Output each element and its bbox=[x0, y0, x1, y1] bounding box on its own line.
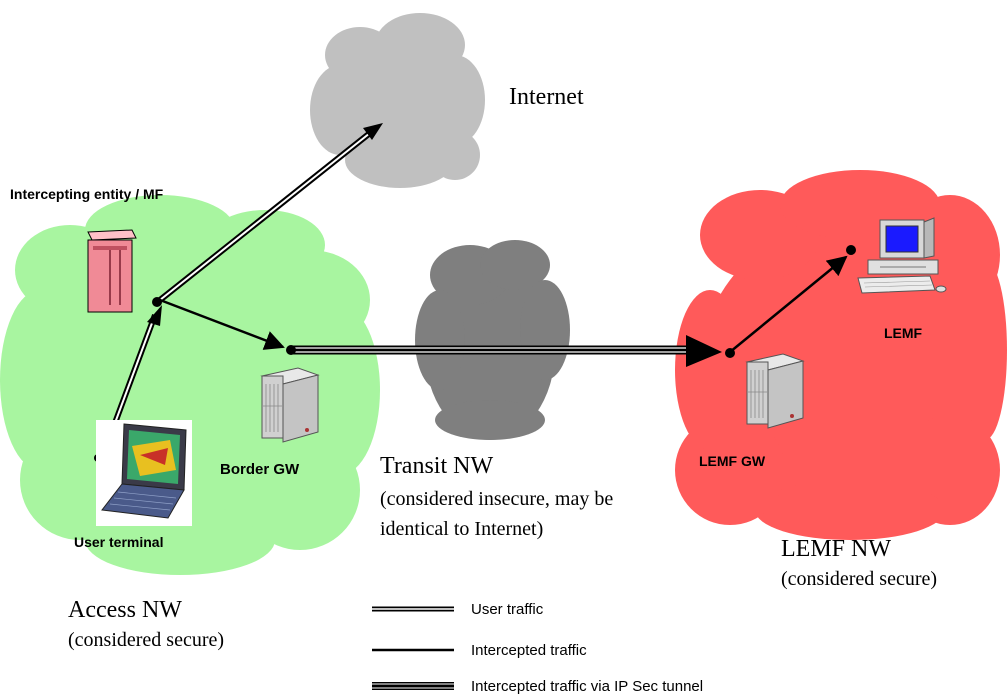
internet-label: Internet bbox=[509, 84, 584, 110]
intercepted-line-lemfgw-lemf bbox=[729, 255, 848, 353]
access-nw-sub: (considered secure) bbox=[68, 629, 224, 651]
node-dot-border bbox=[286, 345, 296, 355]
intercepting-entity-label: Intercepting entity / MF bbox=[10, 186, 164, 202]
access-nw-label: Access NW bbox=[68, 597, 182, 623]
node-dot-mf bbox=[152, 297, 162, 307]
transit-nw-sub2: identical to Internet) bbox=[380, 518, 543, 540]
legend: User traffic Intercepted traffic Interce… bbox=[372, 601, 703, 695]
border-gw-label: Border GW bbox=[220, 461, 300, 478]
intercepted-line-mf-border bbox=[159, 298, 285, 350]
legend-user-traffic-label: User traffic bbox=[471, 601, 544, 618]
transit-nw-sub1: (considered insecure, may be bbox=[380, 488, 613, 510]
border-gw-icon bbox=[260, 367, 320, 443]
user-terminal-label: User terminal bbox=[74, 534, 163, 550]
lemf-gw-label: LEMF GW bbox=[699, 453, 766, 469]
lemf-label: LEMF bbox=[884, 325, 923, 341]
lemf-computer-icon bbox=[857, 217, 947, 294]
lemf-gw-icon bbox=[745, 353, 805, 429]
intercepting-entity-icon bbox=[87, 229, 137, 313]
user-traffic-line-mf-internet bbox=[158, 123, 383, 303]
lemf-nw-sub: (considered secure) bbox=[781, 568, 937, 590]
user-terminal-icon bbox=[96, 420, 192, 526]
ipsec-tunnel-line bbox=[292, 335, 722, 367]
node-dot-lemfgw bbox=[725, 348, 735, 358]
transit-nw-cloud bbox=[415, 240, 570, 440]
legend-ipsec-label: Intercepted traffic via IP Sec tunnel bbox=[471, 678, 703, 695]
internet-cloud bbox=[310, 13, 485, 188]
legend-intercepted-label: Intercepted traffic bbox=[471, 642, 587, 659]
transit-nw-label: Transit NW bbox=[380, 453, 493, 479]
lemf-nw-cloud bbox=[675, 170, 1007, 540]
node-dot-lemf bbox=[846, 245, 856, 255]
legend-ipsec-swatch bbox=[372, 682, 454, 690]
lemf-nw-label: LEMF NW bbox=[781, 536, 891, 562]
